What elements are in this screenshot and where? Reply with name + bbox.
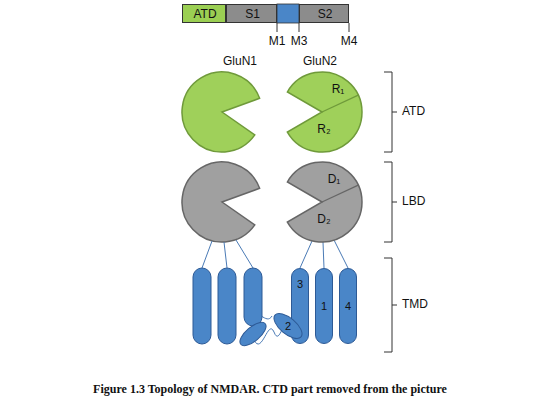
segment-label: ATD xyxy=(193,8,216,21)
lobe xyxy=(287,162,362,242)
linker xyxy=(236,240,253,268)
glun2-lbd-outline xyxy=(280,160,364,244)
domain-name: TMD xyxy=(402,298,428,311)
segment-label: S1 xyxy=(245,8,260,21)
linker xyxy=(334,240,348,268)
helix xyxy=(244,268,262,326)
linker xyxy=(300,241,312,268)
segment-marker: M1 xyxy=(269,35,286,48)
subunit-name: GluN2 xyxy=(303,55,337,68)
subdomain-label: D₁ xyxy=(328,173,341,186)
glun1-lbd xyxy=(182,162,260,242)
domain-segment: ATD xyxy=(182,4,226,23)
tick xyxy=(299,23,300,32)
bracket xyxy=(384,72,397,152)
segment-marker: M3 xyxy=(291,35,308,48)
tick xyxy=(277,23,278,32)
brackets xyxy=(384,72,397,352)
glun2-lbd: D₁ D₂ xyxy=(280,160,364,244)
helix-number: 4 xyxy=(345,300,351,312)
domain-segment: S1 xyxy=(226,4,277,23)
helix-number: 2 xyxy=(285,320,291,332)
glun2-atd: R₁ R₂ xyxy=(280,70,364,154)
membrane-segment xyxy=(277,4,299,23)
linker xyxy=(202,241,212,268)
segment-label: S2 xyxy=(318,8,333,21)
domain-name: LBD xyxy=(402,195,425,208)
glun1-helices xyxy=(193,268,270,350)
domain-name: ATD xyxy=(402,105,425,118)
helix xyxy=(236,318,270,349)
helix: 4 xyxy=(339,268,357,344)
helix: 1 xyxy=(315,268,333,344)
helix xyxy=(218,268,236,344)
lobe-divider xyxy=(322,185,358,202)
glun2-atd-outline xyxy=(280,70,364,154)
linkers xyxy=(202,240,348,344)
domain-segment: S2 xyxy=(299,4,349,23)
helix-number: 1 xyxy=(321,300,327,312)
subdomain-label: R₁ xyxy=(332,83,345,96)
subdomain-label: D₂ xyxy=(317,213,330,226)
helix-body xyxy=(316,269,333,344)
lobe-divider xyxy=(322,95,358,112)
lobe xyxy=(287,72,362,152)
helix-number: 3 xyxy=(297,278,303,290)
helix-body xyxy=(270,309,306,343)
subunit-name: GluN1 xyxy=(223,55,257,68)
bracket xyxy=(384,258,397,352)
helix xyxy=(193,268,211,344)
figure-caption: Figure 1.3 Topology of NMDAR. CTD part r… xyxy=(93,383,447,396)
linker xyxy=(224,242,227,268)
helix-body xyxy=(340,269,357,344)
linker xyxy=(323,242,324,268)
helix: 2 xyxy=(272,310,304,342)
tick xyxy=(349,23,350,32)
glun1-atd xyxy=(182,72,260,152)
segment-marker: M4 xyxy=(341,35,358,48)
subdomain-label: R₂ xyxy=(317,123,330,136)
bracket xyxy=(384,162,397,242)
